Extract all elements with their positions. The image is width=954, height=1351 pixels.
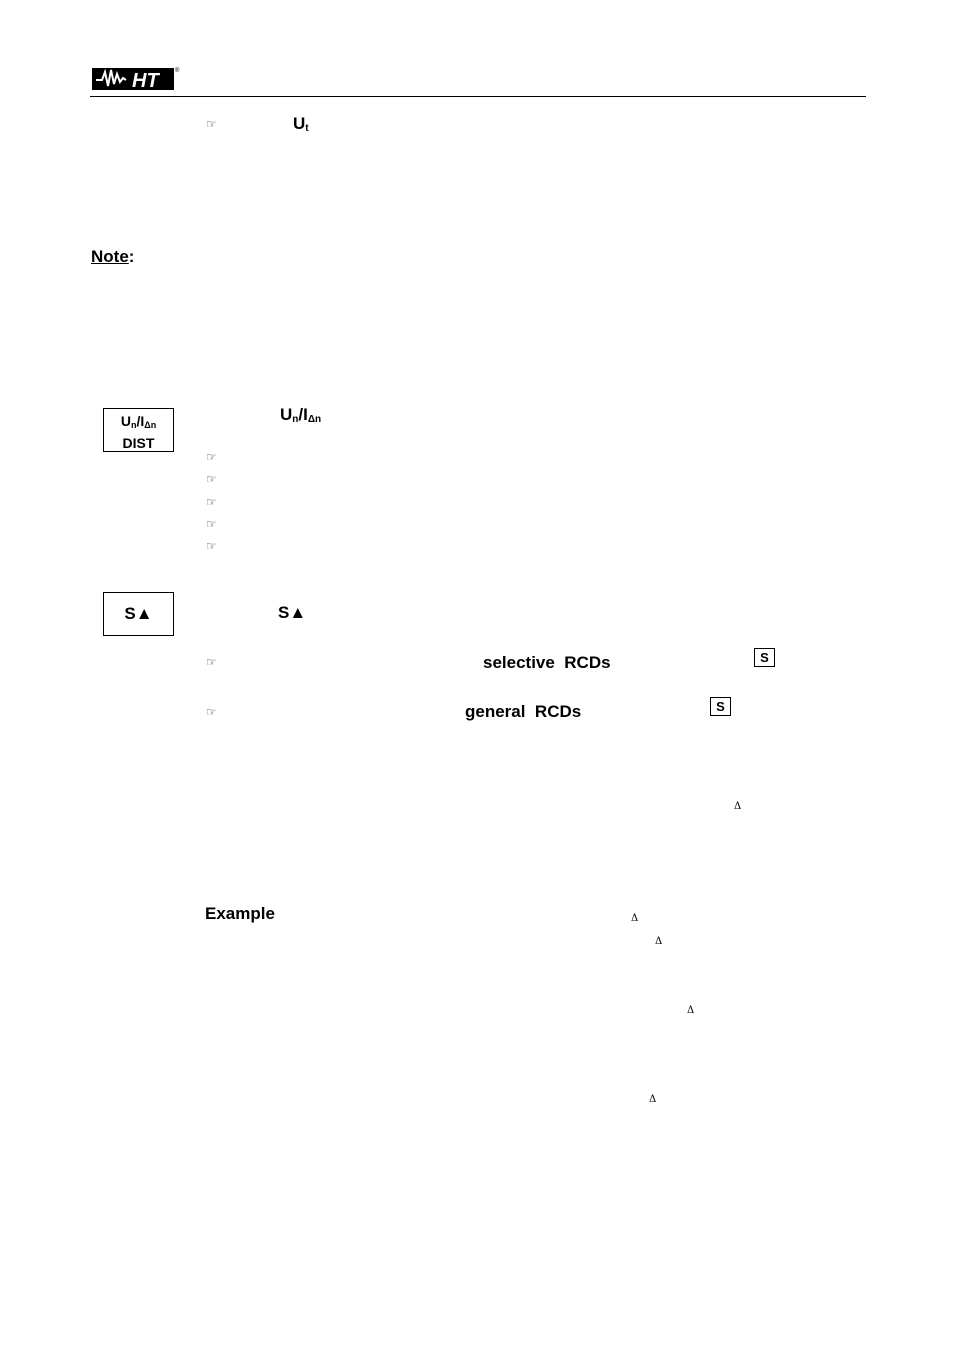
delta-symbol: Δ bbox=[687, 1005, 695, 1016]
note-heading: Note: bbox=[91, 247, 135, 266]
hand-pointer-icon: ☞ bbox=[206, 450, 217, 464]
hand-pointer-icon: ☞ bbox=[206, 495, 217, 509]
delta-symbol: Δ bbox=[631, 913, 639, 924]
selective-s-badge: S bbox=[754, 648, 775, 667]
hand-pointer-icon: ☞ bbox=[206, 117, 217, 131]
param-ut-label: Ut bbox=[293, 114, 309, 134]
header-rule bbox=[90, 96, 866, 97]
hand-pointer-icon: ☞ bbox=[206, 472, 217, 486]
s-key: S▲ bbox=[103, 592, 174, 636]
hand-pointer-icon: ☞ bbox=[206, 655, 217, 669]
ht-logo: HT ® bbox=[92, 67, 180, 92]
logo-text: HT bbox=[132, 70, 160, 92]
selective-rcds-text: selective RCDs bbox=[483, 653, 611, 672]
hand-pointer-icon: ☞ bbox=[206, 539, 217, 553]
param-s-label: S▲ bbox=[278, 603, 307, 622]
un-idn-dist-key: Un/IΔn DIST bbox=[103, 408, 174, 452]
param-un-idn-label: Un/IΔn bbox=[280, 405, 322, 425]
delta-symbol: Δ bbox=[734, 801, 742, 812]
general-rcds-text: general RCDs bbox=[465, 702, 582, 721]
example-heading: Example bbox=[205, 904, 275, 923]
general-s-badge: S bbox=[710, 697, 731, 716]
hand-pointer-icon: ☞ bbox=[206, 517, 217, 531]
hand-pointer-icon: ☞ bbox=[206, 705, 217, 719]
delta-symbol: Δ bbox=[649, 1094, 657, 1105]
delta-symbol: Δ bbox=[655, 936, 663, 947]
registered-mark: ® bbox=[175, 67, 180, 74]
